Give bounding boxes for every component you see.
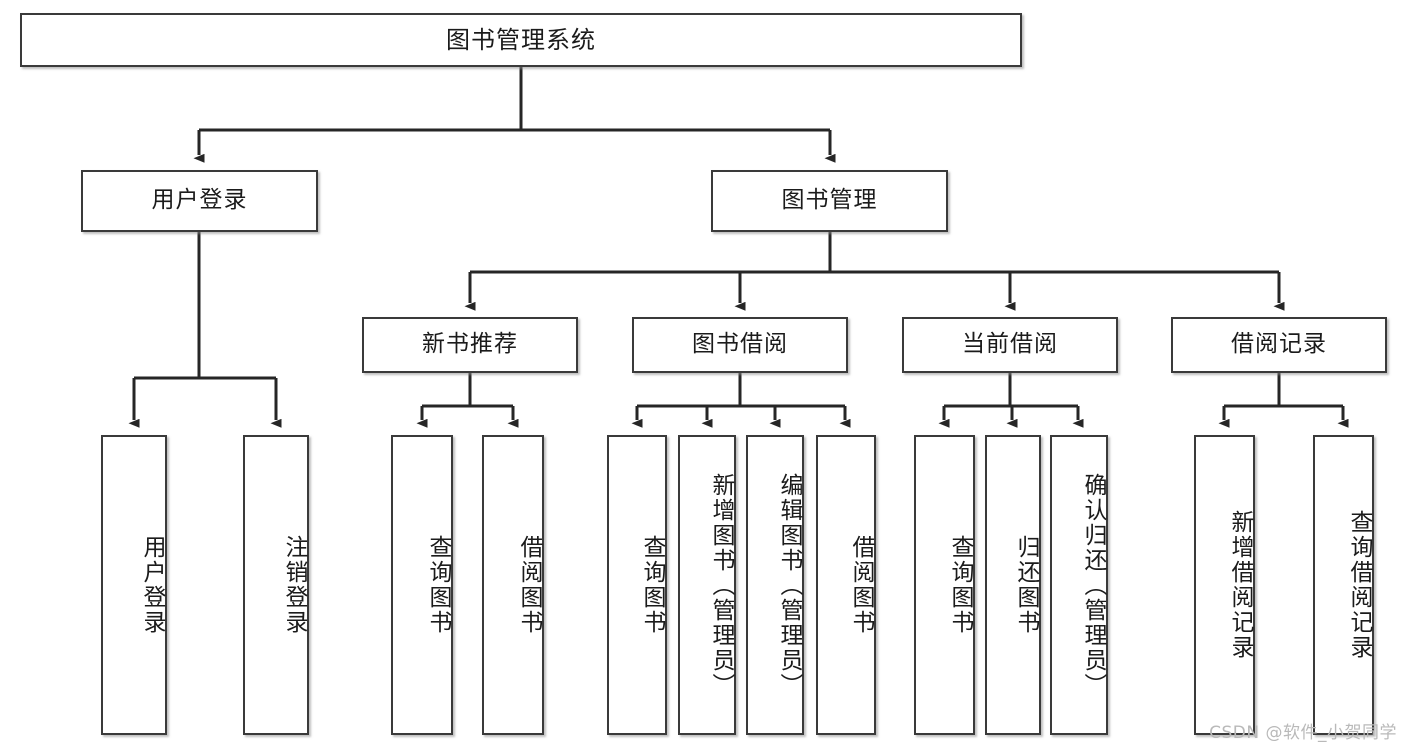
- node-label: 借阅图书: [848, 535, 874, 635]
- node-label: 当前借阅: [962, 331, 1058, 358]
- leaf-book-borrow-query[interactable]: 查询图书: [607, 435, 667, 735]
- node-label: 图书借阅: [692, 331, 788, 358]
- csdn-watermark: CSDN @软件_小贺同学: [1209, 723, 1397, 743]
- node-book-management[interactable]: 图书管理: [711, 170, 948, 232]
- node-user-login[interactable]: 用户登录: [81, 170, 318, 232]
- leaf-new-book-query[interactable]: 查询图书: [391, 435, 453, 735]
- node-label: 查询图书: [639, 535, 665, 635]
- node-label: 注销登录: [281, 535, 307, 635]
- node-label: 归还图书: [1013, 535, 1039, 635]
- node-label: 编辑图书（管理员）: [776, 472, 802, 698]
- node-label: 查询借阅记录: [1346, 510, 1372, 660]
- node-label: 借阅记录: [1231, 331, 1327, 358]
- leaf-current-borrow-confirm[interactable]: 确认归还（管理员）: [1050, 435, 1108, 735]
- node-label: 新增图书（管理员）: [708, 472, 734, 698]
- leaf-book-borrow-borrow[interactable]: 借阅图书: [816, 435, 876, 735]
- leaf-new-book-borrow[interactable]: 借阅图书: [482, 435, 544, 735]
- leaf-current-borrow-query[interactable]: 查询图书: [914, 435, 975, 735]
- leaf-current-borrow-return[interactable]: 归还图书: [985, 435, 1041, 735]
- node-book-borrow[interactable]: 图书借阅: [632, 317, 848, 373]
- node-current-borrow[interactable]: 当前借阅: [902, 317, 1118, 373]
- node-label: 用户登录: [139, 535, 165, 635]
- node-label: 新书推荐: [422, 331, 518, 358]
- leaf-book-borrow-edit[interactable]: 编辑图书（管理员）: [746, 435, 804, 735]
- node-borrow-record[interactable]: 借阅记录: [1171, 317, 1387, 373]
- leaf-user-login-login[interactable]: 用户登录: [101, 435, 167, 735]
- node-label: 图书管理: [781, 187, 878, 214]
- leaf-borrow-record-add[interactable]: 新增借阅记录: [1194, 435, 1255, 735]
- node-label: 确认归还（管理员）: [1080, 472, 1106, 698]
- node-label: 新增借阅记录: [1227, 510, 1253, 660]
- node-label: 借阅图书: [516, 535, 542, 635]
- node-root-book-management-system[interactable]: 图书管理系统: [20, 13, 1022, 67]
- leaf-borrow-record-query[interactable]: 查询借阅记录: [1313, 435, 1374, 735]
- node-new-book-recommend[interactable]: 新书推荐: [362, 317, 578, 373]
- leaf-book-borrow-add[interactable]: 新增图书（管理员）: [678, 435, 736, 735]
- node-label: 查询图书: [947, 535, 973, 635]
- node-label: 查询图书: [425, 535, 451, 635]
- leaf-user-login-logout[interactable]: 注销登录: [243, 435, 309, 735]
- node-label: 用户登录: [151, 187, 248, 214]
- node-label: 图书管理系统: [446, 25, 596, 54]
